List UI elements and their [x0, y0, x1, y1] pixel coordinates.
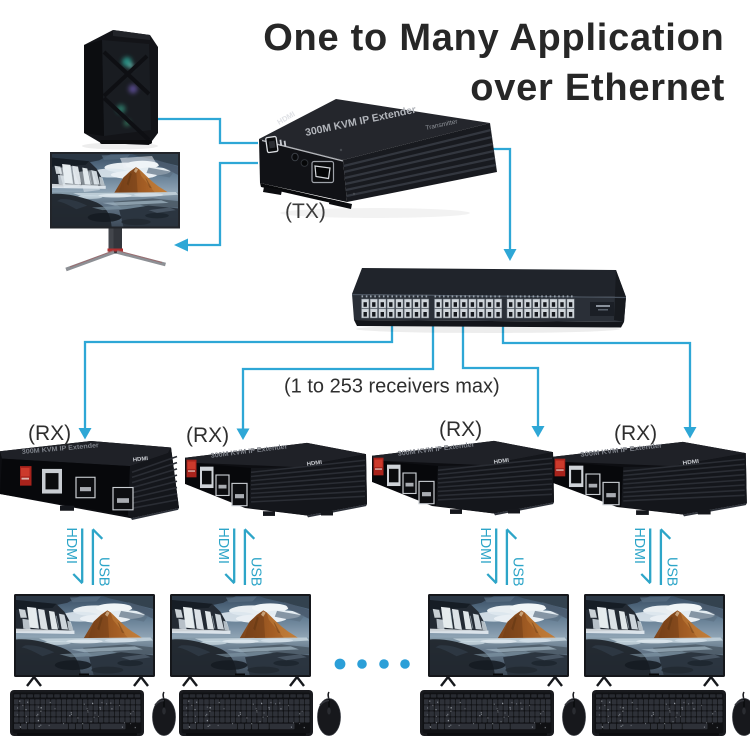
svg-text:(RX): (RX) — [614, 422, 657, 445]
svg-text:(RX): (RX) — [28, 422, 71, 445]
svg-text:(TX): (TX) — [285, 200, 326, 223]
svg-text:(RX): (RX) — [439, 418, 482, 441]
svg-text:One to Many Application: One to Many Application — [263, 17, 724, 59]
svg-text:(RX): (RX) — [186, 424, 229, 447]
svg-text:(1 to 253 receivers max): (1 to 253 receivers max) — [284, 376, 500, 398]
svg-text:over Ethernet: over Ethernet — [470, 67, 725, 109]
